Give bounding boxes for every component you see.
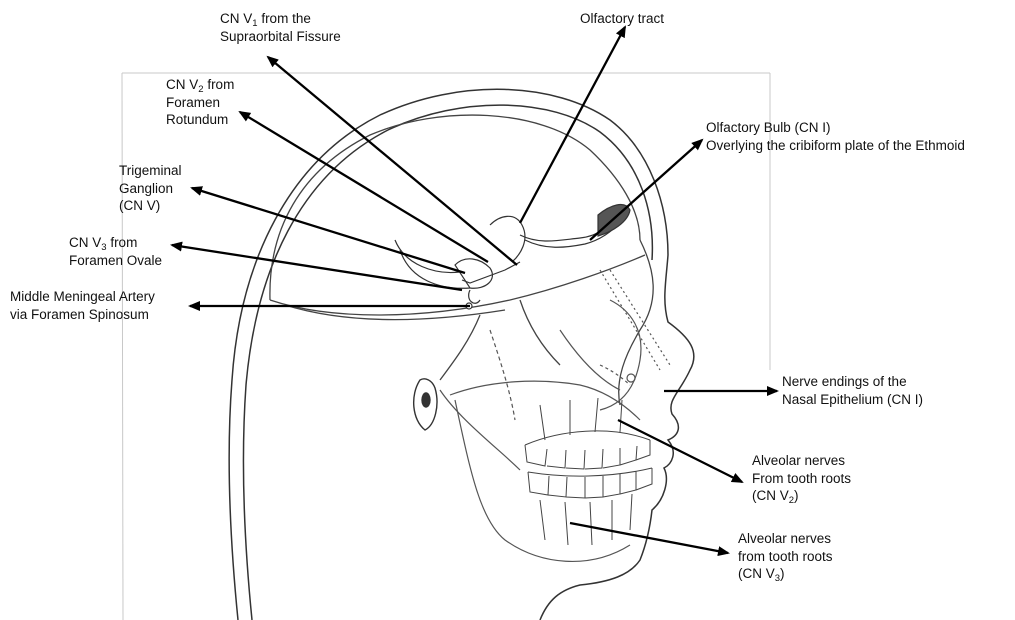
label-text: (CN V bbox=[752, 488, 789, 503]
arrow-trigeminal-ganglion bbox=[192, 188, 465, 273]
label-text: CN V bbox=[69, 235, 101, 250]
ear bbox=[414, 379, 437, 430]
label-text: Middle Meningeal Artery bbox=[10, 288, 155, 306]
label-text: Nasal Epithelium (CN I) bbox=[782, 391, 923, 409]
label-olfactory-bulb: Olfactory Bulb (CN I) Overlying the crib… bbox=[706, 119, 965, 154]
label-text: Alveolar nerves bbox=[752, 452, 851, 470]
label-text: Rotundum bbox=[166, 111, 234, 129]
label-text: from bbox=[107, 235, 138, 250]
label-cn-v1: CN V1 from the Supraorbital Fissure bbox=[220, 10, 341, 45]
head-outline bbox=[229, 89, 694, 620]
arrow-olfactory-bulb bbox=[590, 140, 702, 240]
label-text: (CN V) bbox=[119, 197, 182, 215]
label-text: via Foramen Spinosum bbox=[10, 306, 155, 324]
label-text: from tooth roots bbox=[738, 548, 833, 566]
label-text: Trigeminal bbox=[119, 162, 182, 180]
nerve-structures bbox=[395, 205, 630, 309]
label-text: from the bbox=[258, 11, 311, 26]
arrow-cn-v3 bbox=[172, 245, 462, 290]
label-text: Nerve endings of the bbox=[782, 373, 923, 391]
label-text: Alveolar nerves bbox=[738, 530, 833, 548]
label-alveolar-nerves-upper: Alveolar nerves From tooth roots (CN V2) bbox=[752, 452, 851, 505]
label-text: Foramen Ovale bbox=[69, 252, 162, 270]
label-nasal-epithelium: Nerve endings of the Nasal Epithelium (C… bbox=[782, 373, 923, 408]
label-middle-meningeal-artery: Middle Meningeal Artery via Foramen Spin… bbox=[10, 288, 155, 323]
teeth bbox=[525, 398, 652, 545]
label-text: Supraorbital Fissure bbox=[220, 28, 341, 46]
arrow-cn-v1 bbox=[268, 57, 517, 265]
label-text: ) bbox=[794, 488, 799, 503]
label-text: Foramen bbox=[166, 94, 234, 112]
label-alveolar-nerves-lower: Alveolar nerves from tooth roots (CN V3) bbox=[738, 530, 833, 583]
label-text: Olfactory tract bbox=[580, 10, 664, 28]
figure-frame bbox=[122, 73, 770, 620]
label-text: Olfactory Bulb (CN I) bbox=[706, 119, 965, 137]
label-text: CN V bbox=[220, 11, 252, 26]
label-cn-v3: CN V3 from Foramen Ovale bbox=[69, 234, 162, 269]
label-text: from bbox=[204, 77, 235, 92]
label-text: ) bbox=[780, 566, 785, 581]
label-text: CN V bbox=[166, 77, 198, 92]
label-text: From tooth roots bbox=[752, 470, 851, 488]
label-text: Ganglion bbox=[119, 180, 182, 198]
arrow-olfactory-tract bbox=[520, 27, 625, 223]
label-cn-v2: CN V2 from Foramen Rotundum bbox=[166, 76, 234, 129]
label-text: Overlying the cribiform plate of the Eth… bbox=[706, 137, 965, 155]
label-olfactory-tract: Olfactory tract bbox=[580, 10, 664, 28]
label-trigeminal-ganglion: Trigeminal Ganglion (CN V) bbox=[119, 162, 182, 215]
label-text: (CN V bbox=[738, 566, 775, 581]
